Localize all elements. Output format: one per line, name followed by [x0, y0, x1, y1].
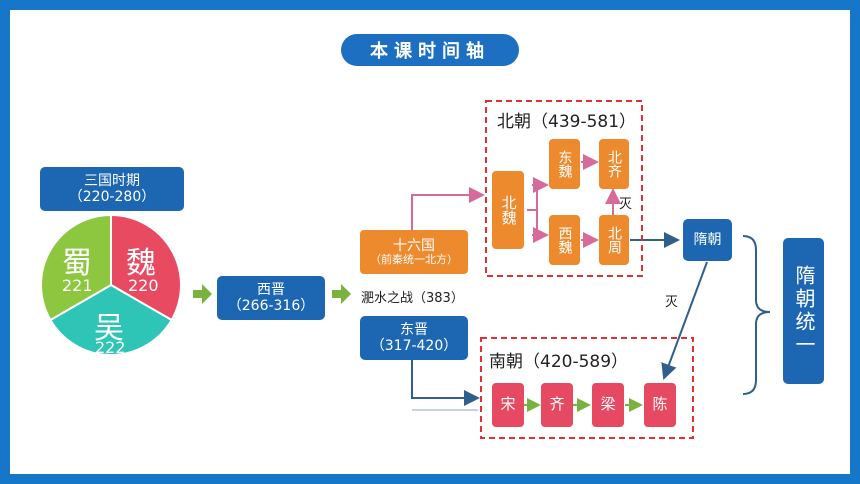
pie-slice-shu	[40, 213, 112, 322]
green-arrow-2	[332, 284, 351, 304]
three-kingdoms-pie	[40, 213, 182, 356]
liang-box: 梁	[592, 383, 624, 427]
mie-label-north: 灭	[619, 197, 633, 212]
xijin-box: 西晋 （266-316）	[217, 276, 325, 320]
nanchao-dashed-frame	[480, 337, 694, 439]
dongjin-box: 东晋 （317-420）	[360, 316, 468, 360]
song-box: 宋	[492, 383, 524, 427]
mie-label-south: 灭	[665, 295, 679, 310]
wei-year: 220	[128, 276, 159, 295]
beizhou-box: 北周	[599, 215, 629, 265]
xiwei-box: 西魏	[549, 215, 580, 265]
page-title: 本课时间轴	[341, 34, 519, 66]
green-arrow-1	[193, 284, 212, 304]
dongjin-label: 东晋	[400, 321, 428, 338]
three-kingdoms-years: （220-280）	[68, 189, 156, 205]
wu-name: 吴	[94, 311, 124, 346]
nanchao-label: 南朝（420-589）	[489, 352, 629, 372]
feishui-battle-label: 淝水之战（383）	[361, 291, 464, 306]
wei-name: 魏	[126, 246, 156, 281]
three-kingdoms-label: 三国时期	[84, 172, 140, 189]
beichao-label: 北朝（439-581）	[497, 112, 637, 132]
sui-unification-box: 隋朝统一	[783, 238, 824, 384]
pie-slice-wei	[110, 213, 182, 322]
chen-box: 陈	[644, 383, 676, 427]
suichao-box: 隋朝	[683, 219, 732, 261]
wu-year: 222	[95, 338, 126, 357]
pie-slice-wu	[49, 283, 173, 356]
shiliuguo-label: 十六国	[393, 237, 435, 254]
shiliuguo-box: 十六国 （前秦统一北方）	[360, 230, 468, 274]
shu-name: 蜀	[62, 246, 92, 281]
dongwei-box: 东魏	[549, 139, 580, 189]
beichao-dashed-frame	[485, 100, 643, 277]
three-kingdoms-box: 三国时期 （220-280）	[40, 167, 184, 211]
xijin-years: （266-316）	[227, 298, 315, 314]
shiliuguo-sub: （前秦统一北方）	[370, 252, 458, 266]
beiqi-box: 北齐	[599, 139, 629, 189]
xijin-label: 西晋	[257, 281, 285, 298]
shu-year: 221	[62, 276, 93, 295]
dongjin-years: （317-420）	[370, 338, 458, 354]
qi-box: 齐	[541, 383, 573, 427]
beiwei-box: 北魏	[492, 171, 524, 249]
unification-brace	[742, 235, 771, 395]
